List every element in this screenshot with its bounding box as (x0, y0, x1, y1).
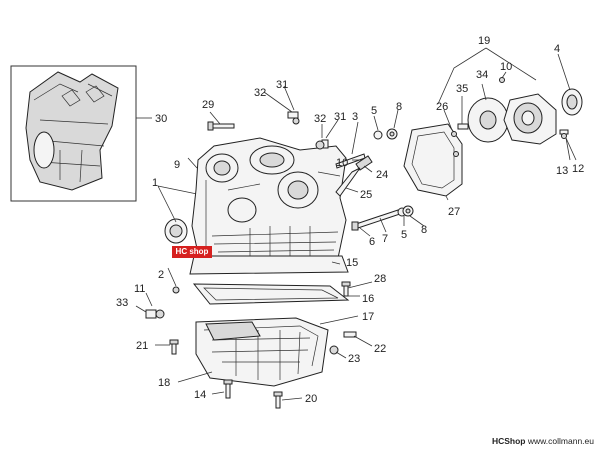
label-14: 14 (194, 389, 206, 401)
label-31-right: 31 (334, 111, 346, 123)
label-5-bottom: 5 (401, 229, 407, 241)
label-27: 27 (448, 206, 460, 218)
label-31-top: 31 (276, 79, 288, 91)
leader-lines (135, 47, 577, 401)
label-1: 1 (152, 177, 158, 189)
label-33: 33 (116, 297, 128, 309)
label-10-left: 10 (336, 157, 348, 169)
label-29: 29 (202, 99, 214, 111)
bearing-assembly (157, 185, 198, 244)
label-24: 24 (376, 169, 388, 181)
label-16: 16 (362, 293, 374, 305)
footer-credit: HCShop www.collmann.eu (492, 436, 594, 446)
callout-labels: 1 2 3 4 5 5 6 7 8 8 9 10 10 11 12 13 14 … (116, 35, 584, 405)
label-13: 13 (556, 165, 568, 177)
label-3: 3 (352, 111, 358, 123)
label-28: 28 (374, 273, 386, 285)
oil-pan (195, 317, 329, 387)
label-2: 2 (158, 269, 164, 281)
label-23: 23 (348, 353, 360, 365)
label-30: 30 (155, 113, 167, 125)
label-26: 26 (436, 101, 448, 113)
footer-brand: HCShop (491, 436, 526, 446)
label-7: 7 (382, 233, 388, 245)
label-10-right: 10 (500, 61, 512, 73)
label-22: 22 (374, 343, 386, 355)
label-19: 19 (478, 35, 490, 47)
hardware (145, 111, 414, 409)
pan-gasket (192, 283, 350, 305)
label-8-top: 8 (396, 101, 402, 113)
label-15: 15 (346, 257, 358, 269)
label-35: 35 (456, 83, 468, 95)
hc-shop-badge: HC shop (172, 246, 212, 258)
label-32-right: 32 (314, 113, 326, 125)
label-17: 17 (362, 311, 374, 323)
engine-overview-inset (10, 65, 152, 202)
side-cover-assembly (403, 77, 583, 197)
label-8-bottom: 8 (421, 224, 427, 236)
label-9: 9 (174, 159, 180, 171)
label-11: 11 (134, 283, 145, 295)
label-18: 18 (158, 377, 170, 389)
label-12: 12 (572, 163, 584, 175)
crankcase (189, 137, 349, 275)
label-4: 4 (554, 43, 560, 55)
label-5-top: 5 (371, 105, 377, 117)
label-34: 34 (476, 69, 488, 81)
label-25: 25 (360, 189, 372, 201)
label-20: 20 (305, 393, 317, 405)
footer-site[interactable]: www.collmann.eu (527, 436, 594, 446)
label-21: 21 (136, 340, 148, 352)
label-6: 6 (369, 236, 375, 248)
label-32-top: 32 (254, 87, 266, 99)
